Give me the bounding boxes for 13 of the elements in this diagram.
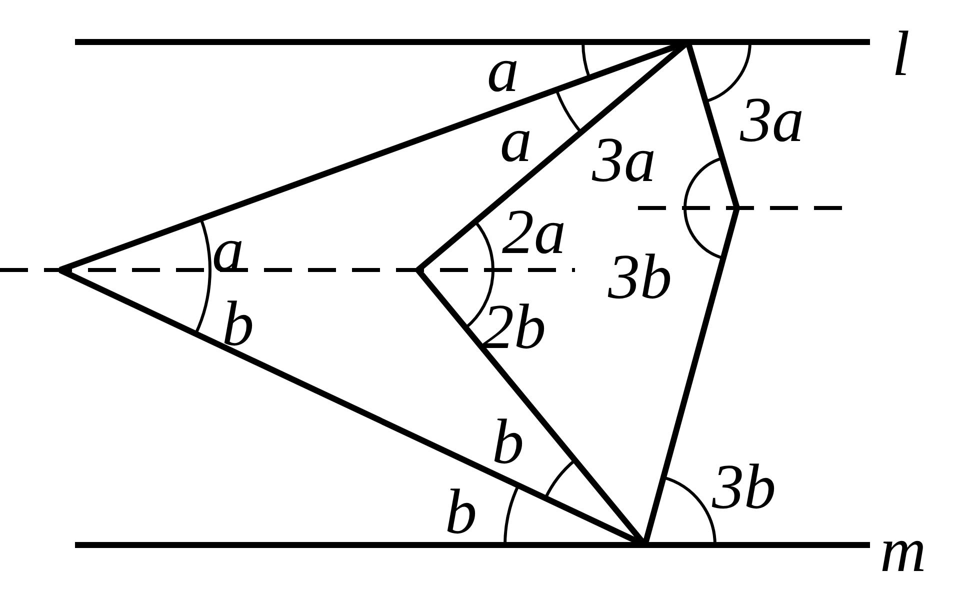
angle-label: 2b	[482, 295, 546, 359]
angle-label: 3b	[712, 455, 776, 519]
angle-label: b	[445, 480, 477, 544]
angle-label: 2a	[502, 200, 566, 264]
angle-label: a	[500, 108, 532, 172]
angle-label: a	[487, 38, 519, 102]
angle-label: b	[492, 410, 524, 474]
angle-label: m	[880, 518, 926, 582]
angle-label: 3a	[592, 128, 656, 192]
angle-label: 3b	[608, 245, 672, 309]
angle-label: 3a	[740, 88, 804, 152]
angle-label: b	[222, 292, 254, 356]
angle-label: l	[892, 22, 910, 86]
